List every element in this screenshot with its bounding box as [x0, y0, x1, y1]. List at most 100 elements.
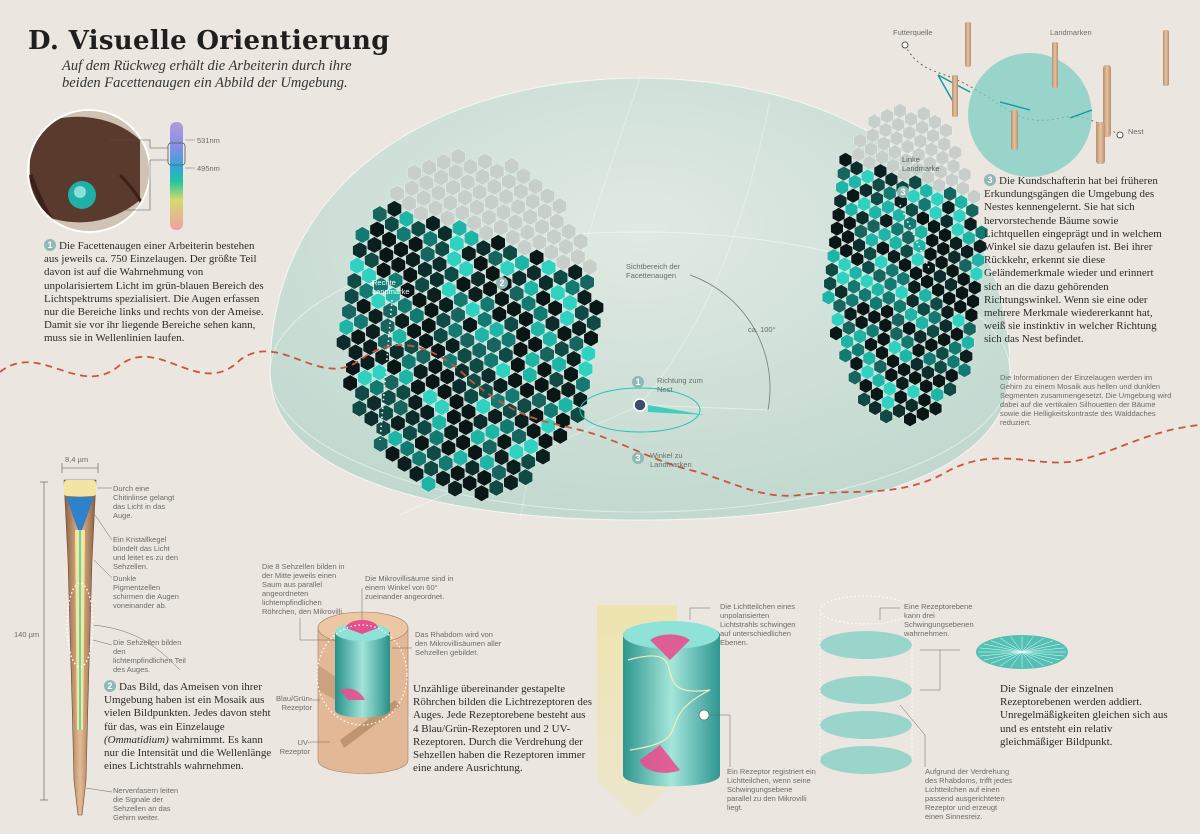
facet-cell — [535, 447, 551, 466]
facet-cell — [505, 229, 521, 247]
facet-cell — [965, 202, 979, 219]
facet-cell — [393, 241, 409, 259]
facet-cell — [397, 297, 413, 315]
facet-cell — [401, 353, 417, 371]
facet-cell — [350, 328, 366, 346]
facet-cell — [384, 215, 400, 233]
facet-cell — [380, 317, 395, 335]
facet-cell — [390, 414, 406, 432]
polarization-text: Die Signale der einzelnen Rezeptorebenen… — [1000, 683, 1168, 748]
facet-cell — [454, 204, 470, 222]
facet-cell — [412, 291, 427, 309]
facet-cell — [549, 212, 565, 231]
facet-cell — [479, 295, 495, 313]
facet-cell — [352, 241, 368, 259]
facet-cell — [573, 232, 589, 251]
disc-ray — [1021, 640, 1054, 653]
facet-cell — [407, 164, 422, 182]
facet-cell — [568, 335, 584, 353]
facet-cell — [385, 445, 400, 463]
facet-cell — [414, 434, 430, 452]
facet-cell — [437, 383, 453, 401]
facet-cell — [525, 351, 540, 369]
caption-unpolarized-light: Die Lichtteilchen eines unpolarisierten … — [720, 602, 796, 647]
step-badge-1: 1 — [44, 239, 56, 251]
facet-cell — [458, 418, 474, 436]
facet-cell — [474, 484, 490, 502]
facet-cell — [543, 243, 559, 261]
facet-cell — [433, 327, 449, 345]
facet-cell — [413, 363, 429, 381]
facet-cell — [462, 158, 478, 176]
facet-cell — [463, 387, 479, 405]
facet-cell — [531, 233, 547, 251]
facet-cell — [520, 453, 536, 471]
landmark-trees — [952, 22, 1169, 164]
facet-cell — [353, 313, 369, 331]
facet-cell — [373, 277, 389, 295]
facet-cell — [432, 255, 447, 273]
disc-ray — [990, 640, 1023, 653]
facet-cell — [529, 249, 545, 267]
disc-ray — [1010, 651, 1023, 668]
facet-cell — [957, 362, 972, 378]
facet-cell — [557, 325, 572, 343]
facet-cell — [567, 263, 583, 281]
disc-ray — [1021, 651, 1034, 668]
label-left-landmark: Linke Landmarke — [902, 155, 940, 173]
facet-cell — [507, 371, 523, 389]
facet-cell — [449, 235, 465, 253]
facet-cell — [446, 408, 462, 426]
facet-cell — [465, 301, 481, 319]
facet-cell — [358, 282, 374, 300]
facet-cell — [582, 258, 598, 276]
facet-cell — [424, 301, 439, 319]
facet-cell — [577, 289, 592, 307]
facet-cell — [518, 468, 533, 486]
facet-cell — [588, 299, 604, 317]
facet-cell — [478, 224, 494, 242]
facet-cell — [418, 332, 434, 350]
facet-cell — [435, 311, 451, 329]
facet-cell — [405, 409, 421, 427]
disc-ray — [990, 651, 1023, 664]
facet-cell — [389, 343, 405, 361]
facet-cell — [528, 407, 544, 425]
facet-cell — [496, 433, 512, 451]
facet-cell — [388, 271, 404, 289]
disc-ray — [1010, 636, 1023, 653]
facet-cell — [345, 359, 361, 377]
facet-cell — [517, 239, 533, 257]
facet-cell — [450, 148, 466, 166]
facet-cell — [530, 320, 546, 338]
facet-cell — [455, 433, 471, 452]
facet-cell — [430, 342, 446, 360]
facet-cell — [430, 184, 446, 202]
mosaic-caption: Die Informationen der Einzelaugen werden… — [1000, 373, 1172, 427]
facet-cell — [550, 284, 566, 302]
facet-cell — [464, 229, 479, 247]
facet-cell — [428, 199, 444, 217]
caption-nerve: Nervenfasern leiten die Signale der Sehz… — [113, 786, 179, 822]
facet-cell — [510, 356, 526, 374]
facet-cell — [414, 276, 430, 294]
facet-cell — [516, 167, 531, 185]
facet-cell — [504, 157, 519, 175]
facet-cell — [366, 236, 382, 254]
facet-cell — [477, 311, 493, 329]
facet-cell — [356, 297, 372, 315]
facet-cell — [450, 306, 466, 324]
facet-cell — [482, 438, 498, 456]
facet-cell — [351, 399, 367, 418]
facet-cell — [387, 429, 403, 448]
facet-cell — [494, 290, 510, 308]
facet-cell — [407, 393, 423, 411]
facet-cell — [436, 153, 452, 171]
facet-cell — [404, 179, 420, 197]
facet-cell — [491, 305, 507, 323]
facet-cell — [481, 208, 497, 227]
facet-cell — [429, 271, 445, 289]
facet-cell — [489, 321, 505, 339]
facet-cell — [451, 377, 467, 395]
